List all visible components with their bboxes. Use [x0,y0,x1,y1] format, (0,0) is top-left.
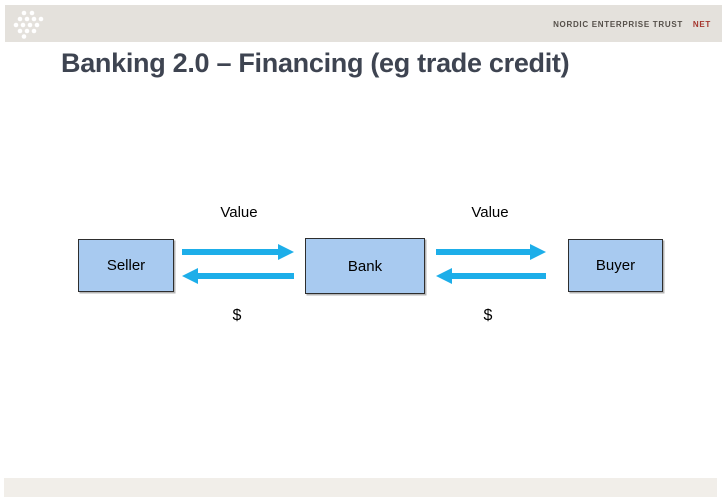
arrow-shaft [182,249,279,255]
arrow-bank-to-seller-icon [182,268,294,284]
arrow-shaft [436,249,531,255]
header-bar: NORDIC ENTERPRISE TRUST NET [5,5,722,42]
node-buyer-label: Buyer [595,257,636,274]
footer-bar [4,478,717,497]
arrow-shaft [451,273,546,279]
net-logo-dots-icon [12,9,46,39]
brand-abbr: NET [692,20,711,29]
flow-label-dollar-1: $ [232,307,242,324]
arrow-buyer-to-bank-icon [436,268,546,284]
node-seller-label: Seller [106,257,146,274]
brand-name: NORDIC ENTERPRISE TRUST [553,20,683,29]
arrow-shaft [197,273,294,279]
arrow-seller-to-bank-icon [182,244,294,260]
flow-label-dollar-2: $ [483,307,493,324]
node-bank-label: Bank [347,257,383,275]
node-bank: Bank [305,238,425,294]
flow-label-value-1: Value [220,204,258,221]
node-seller: Seller [78,239,174,292]
node-buyer: Buyer [568,239,663,292]
flow-label-value-2: Value [471,204,509,221]
page-title: Banking 2.0 – Financing (eg trade credit… [61,48,570,78]
arrow-bank-to-buyer-icon [436,244,546,260]
brand-text: NORDIC ENTERPRISE TRUST NET [553,18,722,29]
